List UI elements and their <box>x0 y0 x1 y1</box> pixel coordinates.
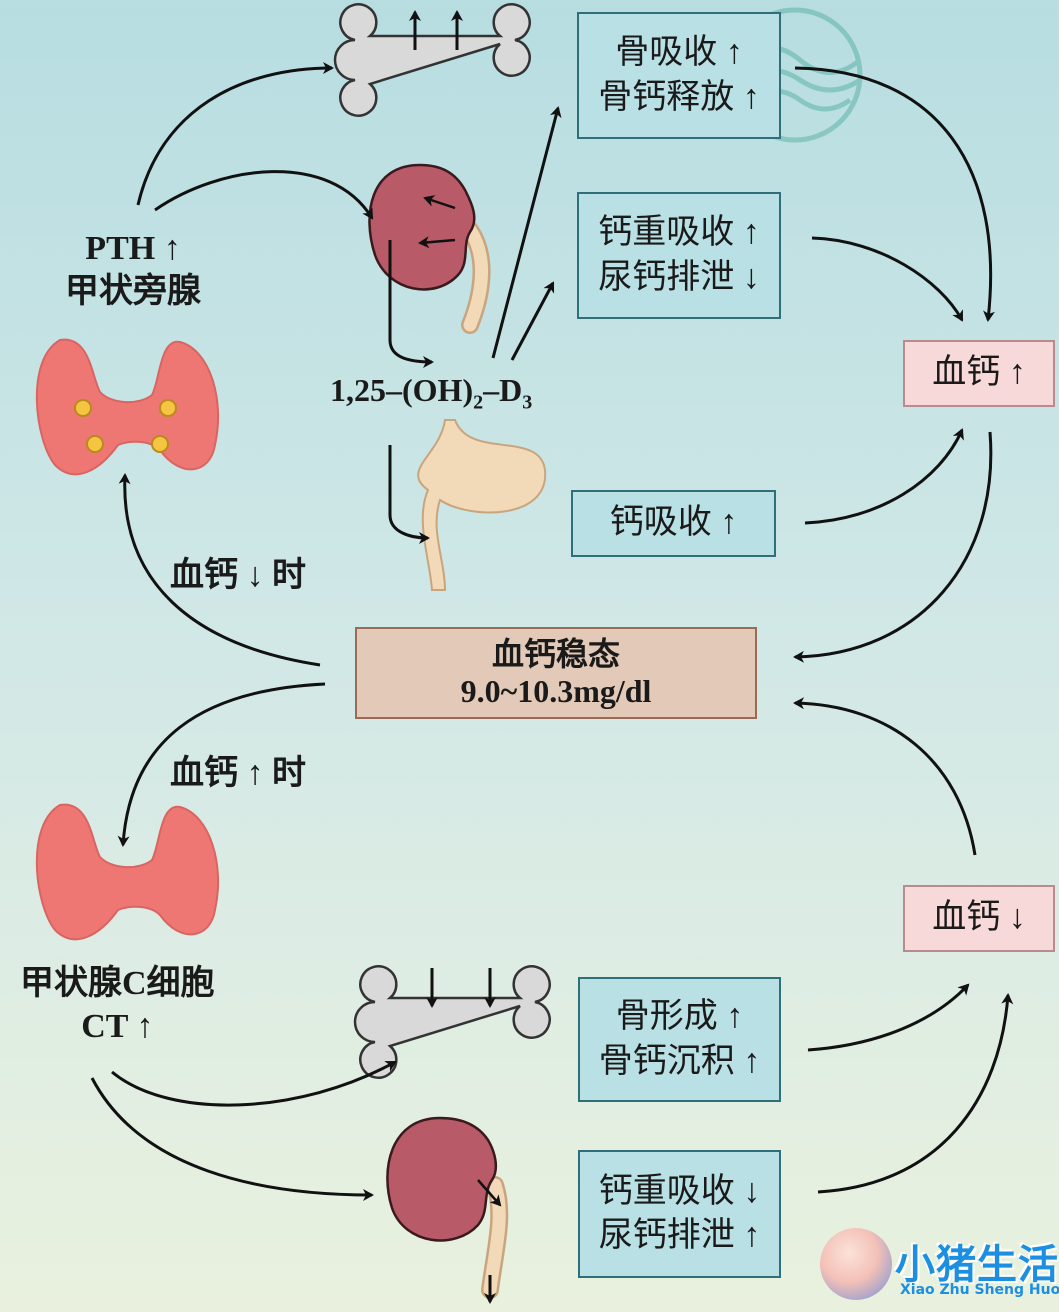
blood-calcium-down-box: 血钙 ↓ <box>903 885 1055 952</box>
formula-part: –D <box>483 372 523 408</box>
arrow-homeostasis-thyroid-top <box>118 473 321 667</box>
calcium-homeostasis-box: 血钙稳态 9.0~10.3mg/dl <box>355 627 757 719</box>
bone-bottom <box>353 965 551 1079</box>
pig-logo-icon <box>820 1228 892 1300</box>
high-calcium-label: 血钙 ↑ 时 <box>170 755 306 792</box>
arrow-kidney-bottom-blood-down <box>817 993 1014 1194</box>
box-line: 骨形成 ↑ <box>615 998 744 1036</box>
gut-absorption-box: 钙吸收 ↑ <box>571 490 776 557</box>
bone-resorption-box: 骨吸收 ↑ 骨钙释放 ↑ <box>577 12 781 139</box>
thyroid-bottom <box>35 803 219 941</box>
kidney-effect-box-top: 钙重吸收 ↑ 尿钙排泄 ↓ <box>577 192 781 319</box>
blood-calcium-up-box: 血钙 ↑ <box>903 340 1055 407</box>
bone-formation-box: 骨形成 ↑ 骨钙沉积 ↑ <box>578 977 781 1102</box>
kidney-effect-box-bottom: 钙重吸收 ↓ 尿钙排泄 ↑ <box>578 1150 781 1278</box>
box-line: 骨吸收 ↑ <box>615 34 743 72</box>
arrow-homeostasis-thyroid-bottom <box>117 682 326 847</box>
box-line: 血钙 ↓ <box>932 899 1026 937</box>
pth-line1: PTH ↑ <box>85 230 181 267</box>
box-line: 9.0~10.3mg/dl <box>460 673 652 709</box>
formula-part: 1,25–(OH) <box>330 372 474 408</box>
pth-line2: 甲状旁腺 <box>65 272 201 310</box>
c-cell-label: 甲状腺C细胞 CT ↑ <box>20 963 215 1048</box>
arrow-formula-bone-box <box>491 106 562 359</box>
arrow-pth-kidney <box>154 170 374 220</box>
arrow-bone-formation-blood-down <box>807 983 970 1052</box>
bone-top <box>333 3 531 117</box>
box-line: 血钙 ↑ <box>932 354 1026 392</box>
vitamin-d-formula: 1,25–(OH)2–D3 <box>330 372 532 414</box>
arrow-gut-box-blood-up <box>804 428 964 525</box>
arrow-kidney-formula <box>388 240 434 368</box>
formula-sub: 3 <box>522 391 533 414</box>
kidney-top <box>368 163 491 334</box>
pth-label: PTH ↑ 甲状旁腺 <box>65 228 201 313</box>
box-line: 血钙稳态 <box>491 636 620 673</box>
arrow-blood-down-homeostasis <box>793 697 977 856</box>
brand-watermark: 小猪生活 <box>895 1242 1059 1288</box>
box-line: 骨钙释放 ↑ <box>598 78 760 116</box>
formula-sub: 2 <box>473 391 484 414</box>
arrow-blood-up-homeostasis <box>793 431 993 663</box>
arrow-kidney-box-blood-up <box>811 236 964 322</box>
arrow-formula-gut <box>388 445 430 544</box>
arrow-formula-kidney-box <box>510 281 555 361</box>
box-line: 钙重吸收 ↑ <box>598 214 760 252</box>
arrow-bone-box-blood-up <box>794 66 995 322</box>
arrow-ct-bone <box>111 1060 397 1107</box>
arrow-ct-kidney <box>90 1077 374 1201</box>
box-line: 尿钙排泄 ↑ <box>598 1217 761 1254</box>
low-calcium-label: 血钙 ↓ 时 <box>170 557 306 594</box>
box-line: 骨钙沉积 ↑ <box>598 1042 761 1080</box>
c-cell-line1: 甲状腺C细胞 <box>20 965 215 1002</box>
box-line: 钙吸收 ↑ <box>609 504 738 542</box>
stomach <box>417 419 547 591</box>
thyroid-top <box>35 338 219 476</box>
c-cell-line2: CT ↑ <box>81 1007 154 1045</box>
box-line: 尿钙排泄 ↓ <box>598 258 760 296</box>
arrows <box>90 62 1014 1201</box>
arrow-pth-bone <box>136 62 334 206</box>
brand-watermark-sub: Xiao Zhu Sheng Huo <box>900 1282 1059 1298</box>
kidney-bottom <box>386 1116 509 1304</box>
box-line: 钙重吸收 ↓ <box>598 1172 761 1210</box>
